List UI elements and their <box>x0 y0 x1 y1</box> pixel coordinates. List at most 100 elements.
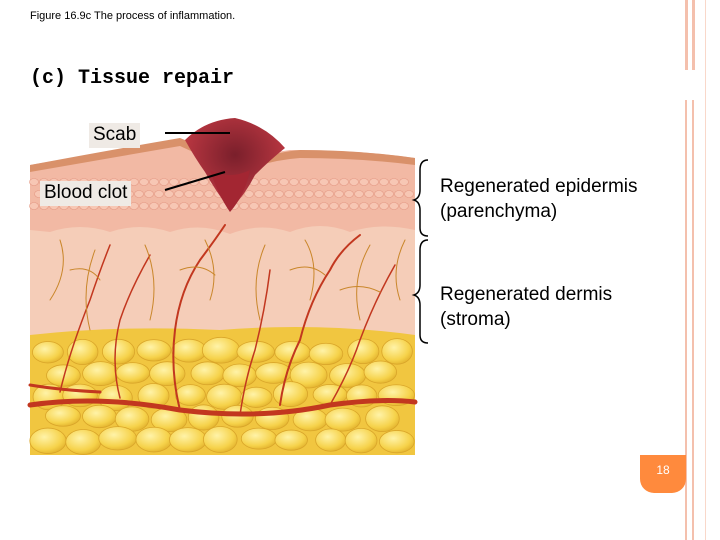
fat-cell <box>187 404 220 431</box>
epidermis-cell <box>334 190 344 198</box>
epidermis-cell <box>264 190 274 198</box>
fat-cell <box>29 427 67 454</box>
decorative-border-line <box>692 100 694 540</box>
fat-cell <box>315 428 347 452</box>
epidermis-cell <box>259 178 269 186</box>
regenerated-dermis-label: Regenerated dermis (stroma) <box>440 283 612 332</box>
epidermis-cell <box>284 190 294 198</box>
epidermis-cell <box>149 202 159 210</box>
page-number-badge: 18 <box>640 455 686 493</box>
fat-cell <box>274 340 311 364</box>
epidermis-cell <box>189 202 199 210</box>
figure-caption: Figure 16.9c The process of inflammation… <box>30 10 236 22</box>
epidermis-cell <box>339 178 349 186</box>
scab <box>185 118 285 210</box>
fat-cell <box>136 339 172 362</box>
decorative-border-line <box>685 100 687 540</box>
fat-cell <box>365 405 400 433</box>
fat-cell <box>115 362 151 384</box>
epidermis-cell <box>279 178 289 186</box>
fat-cell <box>379 430 415 454</box>
fat-cell <box>98 426 137 451</box>
epidermis-cell <box>329 202 339 210</box>
regenerated-epidermis-label: Regenerated epidermis (parenchyma) <box>440 175 638 224</box>
epidermis-cell <box>199 202 209 210</box>
epidermis-cell <box>294 190 304 198</box>
epidermis-cell <box>194 190 204 198</box>
blood-clot <box>210 170 250 212</box>
epidermis-cell <box>374 190 384 198</box>
epidermis-cell <box>324 190 334 198</box>
fat-cell <box>169 427 207 453</box>
fat-cell <box>171 338 207 363</box>
epidermis-cell <box>384 190 394 198</box>
fat-cell <box>203 426 238 453</box>
epidermis-cell <box>259 202 269 210</box>
epidermis-cell <box>29 202 39 210</box>
epidermis-cell <box>244 190 254 198</box>
epidermis-cell <box>269 202 279 210</box>
epidermis-cell <box>184 190 194 198</box>
epidermis-cell <box>304 190 314 198</box>
epidermis-cell <box>379 178 389 186</box>
epidermis-cell <box>254 190 264 198</box>
epidermis-cell <box>289 178 299 186</box>
epidermis-cell <box>164 190 174 198</box>
epidermis-cell <box>389 202 399 210</box>
epidermis-cell <box>279 202 289 210</box>
fat-cell <box>381 338 413 365</box>
epidermis-cell <box>299 178 309 186</box>
epidermis-cell <box>369 202 379 210</box>
epidermis-cell <box>249 202 259 210</box>
fat-cell <box>137 383 170 409</box>
epidermis-cell <box>149 178 159 186</box>
regenerated-epidermis-label-line2: (parenchyma) <box>440 200 558 222</box>
epidermis-cell <box>209 202 219 210</box>
regenerated-dermis-label-line1: Regenerated dermis <box>440 284 613 305</box>
fat-cell <box>135 426 173 453</box>
epidermis-cell <box>379 202 389 210</box>
fat-cells <box>29 336 415 455</box>
blood-clot-label: Blood clot <box>40 181 132 206</box>
fat-cell <box>45 405 81 427</box>
fat-cell <box>347 338 380 365</box>
epidermis-cell <box>319 178 329 186</box>
fat-cell <box>363 360 398 384</box>
section-title: (c) Tissue repair <box>30 67 235 90</box>
fat-cell <box>149 361 186 386</box>
fat-cell <box>82 404 117 429</box>
epidermis-cell <box>309 178 319 186</box>
epidermis-cell <box>319 202 329 210</box>
fat-cell <box>66 338 99 366</box>
epidermis-cell <box>29 178 39 186</box>
epidermis-cell <box>349 178 359 186</box>
nerve-branches <box>49 239 406 331</box>
fat-cell <box>240 427 278 450</box>
decorative-border-line <box>685 0 688 70</box>
blood-vessels <box>27 224 418 417</box>
epidermis-cell <box>314 190 324 198</box>
epidermis-bracket <box>411 159 429 237</box>
fat-cell <box>82 361 120 386</box>
fat-cell <box>289 361 328 389</box>
fat-cell <box>308 342 344 366</box>
epidermis-cell <box>134 190 144 198</box>
epidermis-cell <box>239 202 249 210</box>
fat-cell <box>324 407 361 432</box>
epidermis-cell <box>169 178 179 186</box>
epidermis-cell <box>339 202 349 210</box>
blood-clot-leader-line <box>164 171 226 191</box>
fat-cell <box>174 384 206 406</box>
epidermis-cell <box>274 190 284 198</box>
epidermis-cell <box>359 202 369 210</box>
epidermis-cell <box>309 202 319 210</box>
epidermis-cell <box>344 190 354 198</box>
fat-cell <box>222 363 257 388</box>
epidermis-cell <box>159 202 169 210</box>
epidermis-cell <box>289 202 299 210</box>
fat-cell <box>240 386 273 408</box>
fat-cell <box>274 429 308 451</box>
regenerated-epidermis-label-line1: Regenerated epidermis <box>440 176 638 197</box>
epidermis-cell <box>179 202 189 210</box>
epidermis-cell <box>299 202 309 210</box>
